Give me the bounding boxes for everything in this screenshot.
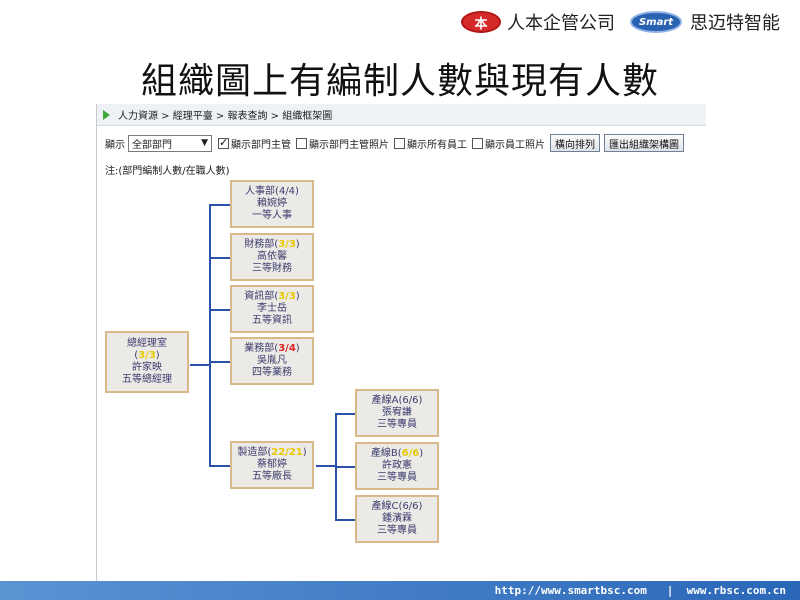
connector-line	[190, 364, 210, 366]
show-all-staff-label: 顯示所有員工	[407, 139, 467, 151]
node-count: 4/4	[278, 186, 296, 197]
node-name: 製造部	[237, 447, 268, 458]
renben-logo-icon: 本	[461, 11, 501, 33]
breadcrumb: 人力資源 > 經理平臺 > 報表查詢 > 組織框架圖	[97, 104, 706, 126]
org-node-sales[interactable]: 業務部(3/4) 吳胤凡 四等業務	[230, 337, 314, 385]
checkbox-icon[interactable]	[472, 137, 483, 149]
company-name-smart: 思迈特智能	[690, 13, 780, 34]
node-title: 三等財務	[252, 263, 292, 274]
node-count: 3/3	[138, 350, 156, 361]
show-manager-photo-checkbox[interactable]: 顯示部門主管照片	[296, 136, 389, 151]
department-select[interactable]: 全部部門 ▼	[128, 134, 212, 152]
show-manager-checkbox[interactable]: 顯示部門主管	[218, 136, 291, 151]
connector-line	[335, 466, 355, 468]
node-person: 鍾濱霖	[382, 513, 412, 524]
node-title: 三等專員	[377, 419, 417, 430]
node-count: 3/4	[278, 343, 296, 354]
org-node-root[interactable]: 總經理室 (3/3) 許家映 五等總經理	[105, 331, 189, 393]
org-node-manufacturing[interactable]: 製造部(22/21) 蔡郁婷 五等廠長	[230, 441, 314, 489]
node-count: 6/6	[401, 448, 420, 459]
node-title: 三等專員	[377, 525, 417, 536]
org-node-finance[interactable]: 財務部(3/3) 高依馨 三等財務	[230, 233, 314, 281]
connector-line	[316, 465, 336, 467]
node-count: 3/3	[278, 291, 296, 302]
horizontal-layout-button[interactable]: 橫向排列	[550, 134, 600, 152]
node-title: 三等專員	[377, 472, 417, 483]
node-title: 五等總經理	[122, 374, 172, 385]
node-person: 李士岳	[257, 303, 287, 314]
node-person: 高依馨	[257, 251, 287, 262]
node-person: 許家映	[132, 362, 162, 373]
node-name-count: 人事部(4/4)	[245, 186, 299, 197]
node-name: 產線B	[370, 448, 398, 459]
connector-line	[209, 309, 230, 311]
export-org-chart-button[interactable]: 匯出組織架構圖	[604, 134, 684, 152]
connector-line	[209, 204, 211, 466]
company-logo-smart: Smart 思迈特智能	[630, 9, 780, 35]
node-title: 一等人事	[252, 210, 292, 221]
node-name: 人事部	[245, 186, 276, 197]
node-name-count: 產線A(6/6)	[371, 395, 423, 406]
connector-line	[209, 257, 230, 259]
org-node-line-b[interactable]: 產線B(6/6) 許政憲 三等專員	[355, 442, 439, 490]
node-name-count: 資訊部(3/3)	[244, 291, 300, 302]
node-person: 賴婉婷	[257, 198, 287, 209]
org-node-hr[interactable]: 人事部(4/4) 賴婉婷 一等人事	[230, 180, 314, 228]
node-name-count: 產線B(6/6)	[370, 448, 424, 459]
node-count-wrapper: (3/3)	[134, 350, 160, 361]
checkbox-icon[interactable]	[296, 137, 307, 149]
node-count: 6/6	[402, 395, 419, 406]
node-person: 許政憲	[382, 460, 412, 471]
node-person: 張宥謙	[382, 407, 412, 418]
node-title: 四等業務	[252, 367, 292, 378]
node-person: 蔡郁婷	[257, 459, 287, 470]
slide-title: 組織圖上有編制人數與現有人數	[140, 61, 659, 102]
node-name-count: 產線C(6/6)	[371, 501, 423, 512]
connector-line	[209, 204, 230, 206]
node-name: 資訊部	[244, 291, 275, 302]
chart-note: 注:(部門編制人數/在職人數)	[105, 166, 230, 177]
show-all-staff-checkbox[interactable]: 顯示所有員工	[394, 136, 467, 151]
smart-logo-icon: Smart	[630, 11, 682, 33]
department-select-value: 全部部門	[132, 139, 172, 151]
node-count: 22/21	[271, 447, 303, 458]
node-person: 吳胤凡	[257, 355, 287, 366]
show-staff-photo-checkbox[interactable]: 顯示員工照片	[472, 136, 545, 151]
footer-urls: http://www.smartbsc.com | www.rbsc.com.c…	[494, 584, 786, 597]
node-name: 財務部	[244, 239, 275, 250]
node-name-count: 財務部(3/3)	[244, 239, 300, 250]
breadcrumb-text: 人力資源 > 經理平臺 > 報表查詢 > 組織框架圖	[118, 111, 333, 122]
footer-bar: http://www.smartbsc.com | www.rbsc.com.c…	[0, 581, 800, 600]
display-label: 顯示	[105, 139, 125, 151]
connector-line	[209, 361, 230, 363]
node-name: 產線C	[371, 501, 399, 512]
checkbox-icon[interactable]	[394, 137, 405, 149]
checkbox-checked-icon[interactable]	[218, 136, 229, 149]
play-arrow-icon	[103, 109, 110, 120]
node-name-count: 製造部(22/21)	[237, 447, 307, 458]
node-count: 3/3	[278, 239, 296, 250]
show-manager-label: 顯示部門主管	[231, 139, 291, 151]
connector-line	[335, 413, 355, 415]
node-name: 產線A	[371, 395, 399, 406]
show-manager-photo-label: 顯示部門主管照片	[309, 139, 389, 151]
company-name-renben: 人本企管公司	[507, 13, 615, 34]
node-title: 五等廠長	[252, 471, 292, 482]
node-name-count: 業務部(3/4)	[244, 343, 300, 354]
node-count: 6/6	[402, 501, 419, 512]
org-node-line-a[interactable]: 產線A(6/6) 張宥謙 三等專員	[355, 389, 439, 437]
node-name: 業務部	[244, 343, 275, 354]
connector-line	[209, 465, 230, 467]
chevron-down-icon: ▼	[201, 138, 208, 148]
org-node-line-c[interactable]: 產線C(6/6) 鍾濱霖 三等專員	[355, 495, 439, 543]
node-name: 總經理室	[127, 338, 167, 349]
org-node-it[interactable]: 資訊部(3/3) 李士岳 五等資訊	[230, 285, 314, 333]
show-staff-photo-label: 顯示員工照片	[485, 139, 545, 151]
toolbar: 顯示 全部部門 ▼ 顯示部門主管 顯示部門主管照片 顯示所有員工 顯示員工照片 …	[105, 134, 688, 152]
connector-line	[335, 519, 355, 521]
company-logo-renben: 本 人本企管公司	[461, 9, 615, 35]
node-title: 五等資訊	[252, 315, 292, 326]
